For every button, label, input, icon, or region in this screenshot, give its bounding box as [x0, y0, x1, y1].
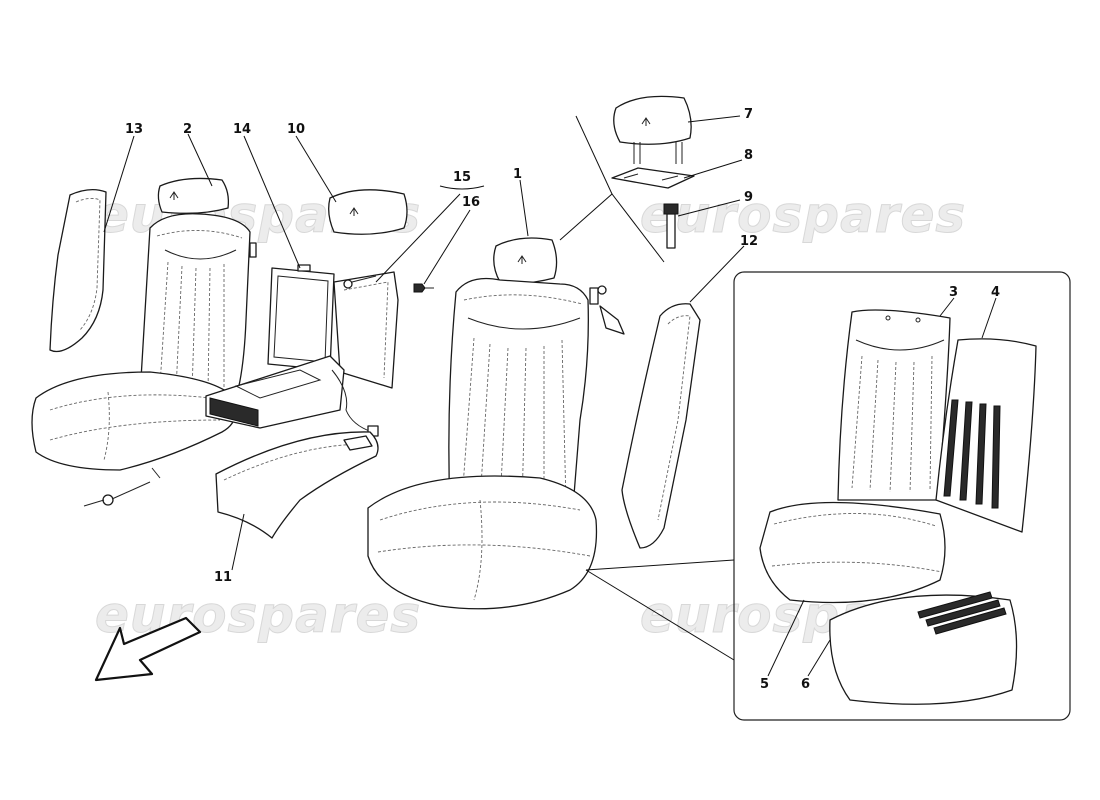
front-direction-arrow-icon — [94, 616, 202, 682]
leader-lines — [103, 115, 997, 677]
console-cover — [215, 431, 379, 539]
callout-label: 9 — [744, 190, 753, 205]
callout-label: 5 — [760, 677, 769, 692]
callout-label: 2 — [183, 122, 192, 137]
callout-label: 3 — [949, 285, 958, 300]
side-trim-panel-left — [49, 188, 107, 353]
callout-label: 8 — [744, 148, 753, 163]
callout-label: 15 — [453, 170, 471, 185]
callout-label: 6 — [801, 677, 810, 692]
side-trim-panel-right — [621, 303, 701, 549]
watermark-text: eurospares — [640, 186, 966, 244]
callout-label: 4 — [991, 285, 1000, 300]
armrest-console — [205, 264, 434, 437]
callout-label: 1 — [513, 167, 522, 182]
callout-labels: 13 2 14 10 15 16 1 7 8 9 12 11 3 4 5 6 — [125, 107, 1000, 692]
callout-label: 16 — [462, 195, 480, 210]
detail-inset — [585, 271, 1071, 721]
headrest-assembly — [611, 95, 695, 249]
callout-label: 13 — [125, 122, 143, 137]
callout-label: 7 — [744, 107, 753, 122]
rear-seat-left — [31, 177, 257, 507]
callout-label: 12 — [740, 234, 758, 249]
callout-label: 14 — [233, 122, 251, 137]
rear-seat-center — [367, 115, 665, 610]
callout-label: 10 — [287, 122, 305, 137]
callout-label: 11 — [214, 570, 232, 585]
screw-icon — [83, 481, 151, 507]
screw-icon — [343, 275, 377, 289]
headrest-separate — [328, 189, 408, 235]
bolt-icon — [413, 283, 434, 293]
